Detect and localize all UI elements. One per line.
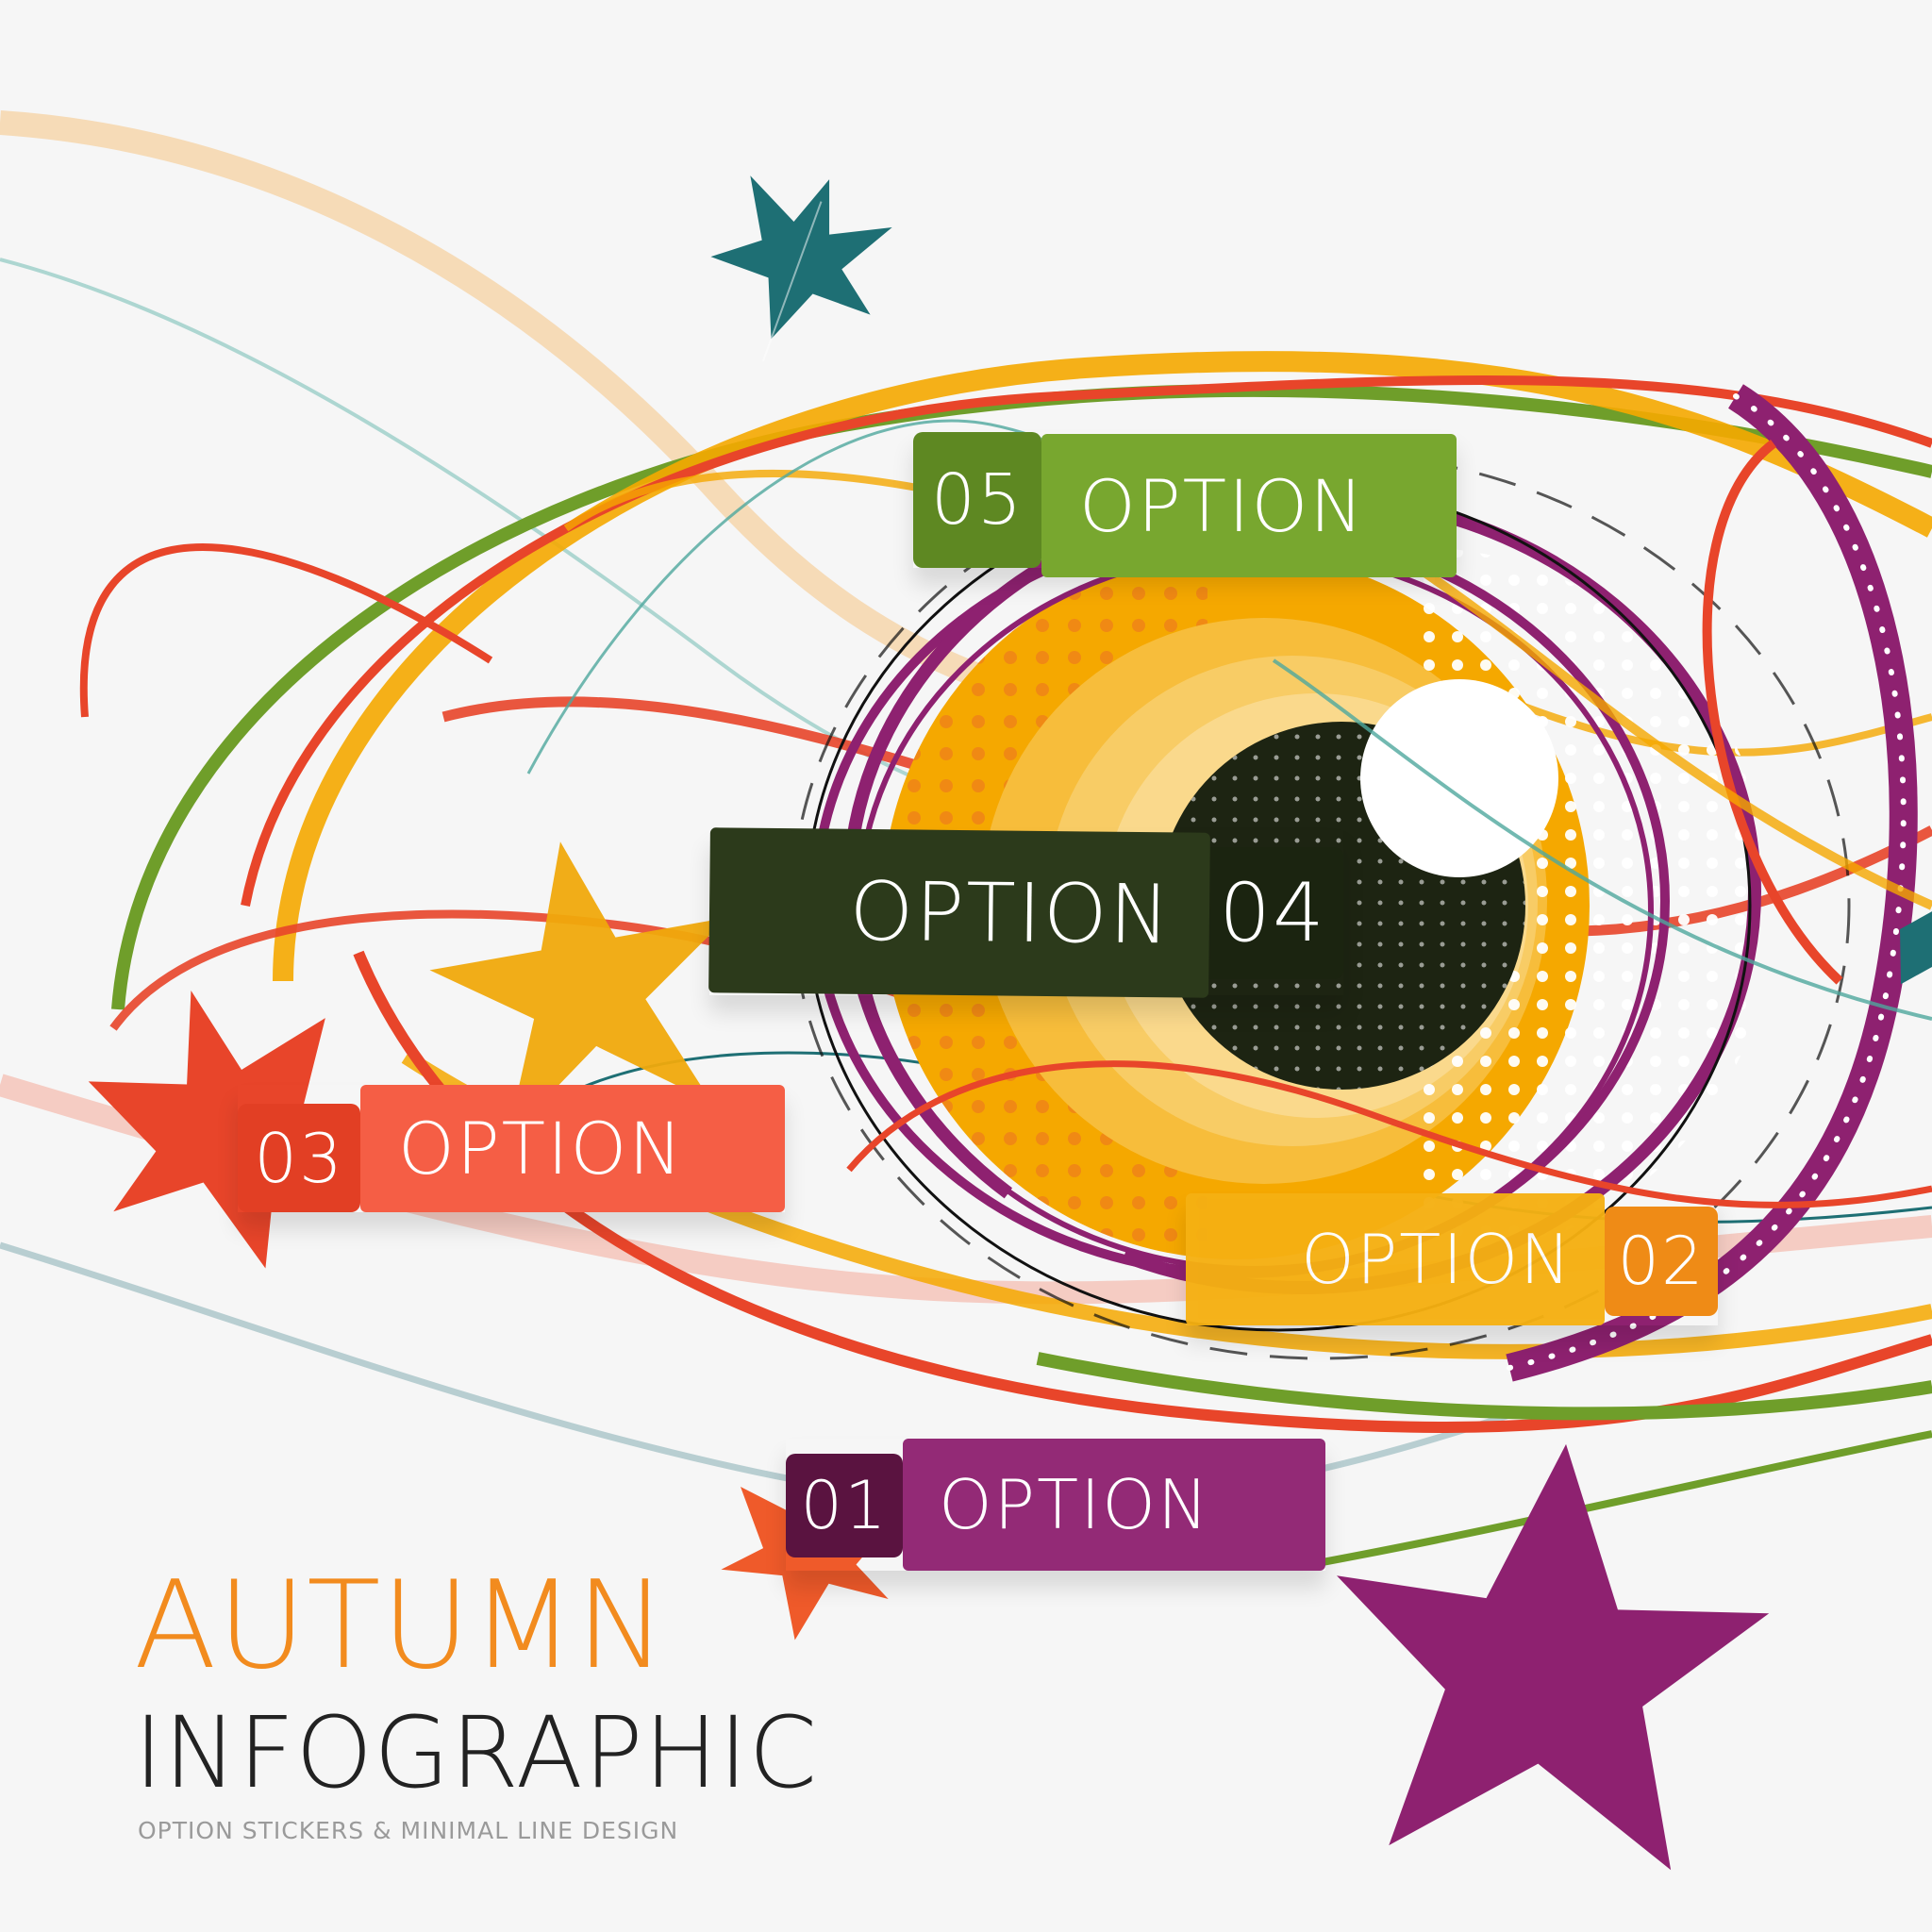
option-label-03: OPTION	[360, 1085, 785, 1212]
title-subtitle: OPTION STICKERS & MINIMAL LINE DESIGN	[138, 1817, 679, 1844]
line-teal-across	[1272, 658, 1932, 1021]
pupil-highlight	[1360, 679, 1558, 877]
arc-orange-top	[273, 351, 1932, 982]
arc-green-lower	[1036, 1352, 1932, 1421]
ring-red-right	[1702, 440, 1843, 985]
maple-leaf-icon	[710, 175, 892, 362]
arc-green-bottom	[1301, 1430, 1932, 1570]
arc-red-left	[79, 543, 493, 718]
title-infographic: INFOGRAPHIC	[134, 1695, 819, 1810]
option-number-02: 02	[1605, 1207, 1718, 1316]
option-sticker-04: OPTION 04	[708, 827, 1343, 998]
ring-purple-right-dots	[1507, 393, 1907, 1371]
option-sticker-03: 03 OPTION	[238, 1085, 785, 1212]
option-number-05: 05	[913, 432, 1041, 568]
line-orange-across	[1412, 561, 1932, 910]
title-block: AUTUMN INFOGRAPHIC OPTION STICKERS & MIN…	[134, 1556, 819, 1845]
option-sticker-05: 05 OPTION	[913, 432, 1457, 577]
option-label-04: OPTION	[708, 827, 1210, 998]
star-leaf-icon	[1336, 1443, 1770, 1871]
option-sticker-01: 01 OPTION	[786, 1439, 1325, 1571]
line-red-across	[846, 1060, 1932, 1208]
arc-red-top	[241, 375, 1932, 907]
maple-leaf-icon	[1900, 902, 1932, 985]
option-number-01: 01	[786, 1454, 903, 1557]
option-sticker-02: OPTION 02	[1186, 1193, 1718, 1325]
star-leaf-icon	[429, 841, 727, 1139]
option-label-01: OPTION	[903, 1439, 1325, 1571]
option-number-04: 04	[1202, 847, 1343, 979]
option-label-05: OPTION	[1041, 434, 1457, 577]
option-label-02: OPTION	[1186, 1193, 1605, 1325]
title-autumn: AUTUMN	[134, 1556, 668, 1696]
option-number-03: 03	[238, 1104, 360, 1212]
maple-leaf-icon	[88, 990, 369, 1269]
